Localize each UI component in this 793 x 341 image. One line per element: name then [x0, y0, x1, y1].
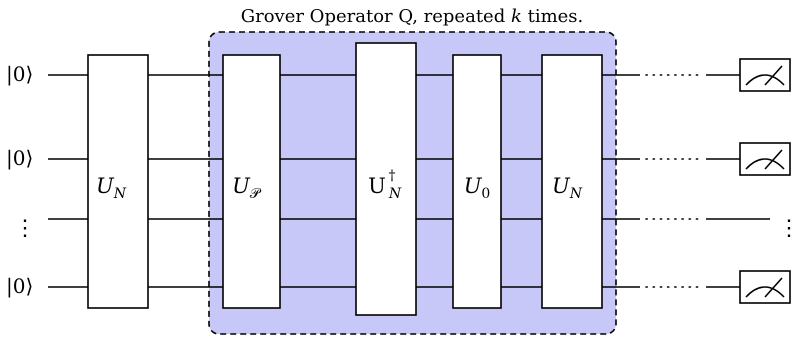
output-dots: ⋮ — [778, 216, 793, 241]
meter-icon — [739, 58, 791, 92]
input-dots: ⋮ — [14, 216, 36, 241]
input-ket-1: |0⟩ — [6, 62, 33, 87]
diagram-title: Grover Operator Q, repeated k times. — [241, 6, 584, 27]
gate-un-last: UN — [541, 54, 603, 309]
input-ket-4: |0⟩ — [6, 274, 33, 299]
gate-un-first: UN — [87, 54, 149, 309]
gate-un-dagger: U † N — [355, 42, 417, 316]
gate-un-dagger-sub: N — [388, 186, 402, 202]
input-ket-2: |0⟩ — [6, 146, 33, 171]
svg-text:U𝒫: U𝒫 — [232, 174, 262, 202]
meter-icon — [739, 270, 791, 304]
gate-un-dagger-sup: † — [389, 168, 396, 184]
gate-un-dagger-main: U — [368, 174, 386, 198]
svg-text:U0: U0 — [464, 174, 491, 202]
svg-text:UN: UN — [96, 174, 127, 202]
meter-icon — [739, 142, 791, 176]
gate-u0: U0 — [452, 54, 502, 309]
svg-text:UN: UN — [552, 174, 583, 202]
gate-up: U𝒫 — [222, 54, 281, 309]
